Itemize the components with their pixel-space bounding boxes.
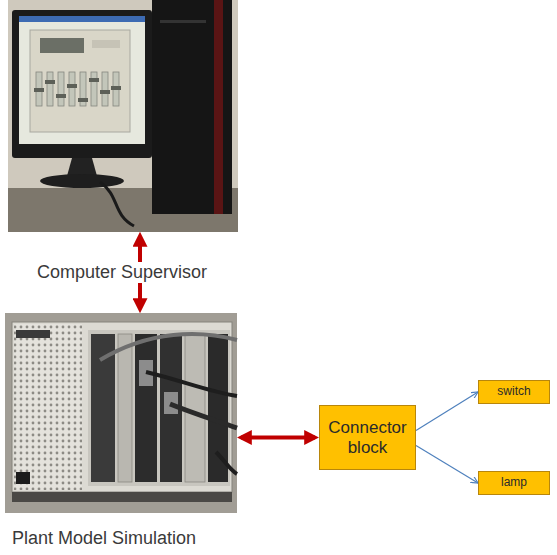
connector-arrow [416, 446, 478, 484]
pxi-chassis-photo-illustration-part [16, 330, 50, 338]
computer-photo-illustration-part-part [69, 72, 75, 106]
device-box: lamp [478, 471, 550, 495]
computer-photo-illustration-part [160, 20, 206, 23]
device-box: switch [478, 380, 550, 404]
computer-photo-illustration-part-part [100, 90, 110, 94]
computer-photo-illustration-part [100, 182, 134, 226]
box-label: Connector block [325, 418, 410, 457]
computer-photo-illustration-part [214, 0, 223, 214]
pxi-chassis-photo-illustration-part [185, 334, 205, 482]
pxi-chassis-photo-illustration-part [5, 313, 237, 513]
computer-photo-illustration-part [67, 158, 97, 176]
connector-block-box: Connector block [319, 405, 416, 470]
pxi-chassis-photo-illustration-part [100, 334, 237, 360]
computer-photo-illustration-part [40, 174, 124, 188]
computer-photo-illustration-part-part [56, 94, 66, 98]
pxi-chassis-photo-illustration-part [12, 492, 232, 502]
computer-photo: Computer Supervisor [8, 0, 238, 232]
computer-photo-illustration-part-part [34, 88, 44, 92]
pxi-chassis-photo-illustration-part [216, 452, 237, 474]
pxi-chassis-photo-illustration-part [14, 324, 82, 490]
computer-photo-illustration [8, 0, 238, 232]
computer-photo-illustration-part-part [91, 72, 97, 106]
pxi-chassis-photo-illustration-part [16, 472, 30, 484]
computer-photo-illustration-part-part [45, 80, 55, 84]
pxi-chassis-photo-illustration-part [118, 334, 132, 482]
pxi-chassis-photo-illustration-part [170, 404, 237, 428]
computer-photo-illustration-part [19, 16, 145, 22]
box-label: switch [497, 385, 530, 399]
computer-photo-illustration-part-part [89, 78, 99, 82]
pxi-chassis-photo-illustration-part [135, 334, 157, 482]
connector-arrow [416, 392, 478, 431]
computer-photo-illustration-part-part [58, 72, 64, 106]
pxi-chassis-photo-illustration [5, 313, 237, 513]
computer-photo-illustration-part-part [78, 98, 88, 102]
photo-caption: Computer Supervisor [35, 262, 209, 283]
computer-photo-illustration-part [36, 72, 119, 106]
computer-photo-illustration-part [40, 38, 84, 53]
computer-photo-illustration-part-part [111, 86, 121, 90]
connector-arrow [241, 436, 315, 440]
pxi-chassis-photo-illustration-part [146, 372, 237, 396]
computer-photo-illustration-part [34, 78, 121, 102]
computer-photo-illustration-part [92, 40, 120, 48]
computer-photo-illustration-part [8, 0, 238, 232]
computer-photo-illustration-part [30, 30, 130, 132]
plant-photo: Plant Model Simulation [5, 313, 237, 513]
computer-photo-illustration-part [12, 10, 152, 158]
photo-caption: Plant Model Simulation [10, 528, 198, 549]
computer-photo-illustration-part-part [67, 84, 77, 88]
computer-photo-illustration-part [19, 16, 145, 144]
computer-photo-illustration-part-part [47, 72, 53, 106]
computer-photo-illustration-part-part [102, 72, 108, 106]
box-label: lamp [501, 476, 527, 490]
computer-photo-illustration-part [152, 0, 232, 214]
